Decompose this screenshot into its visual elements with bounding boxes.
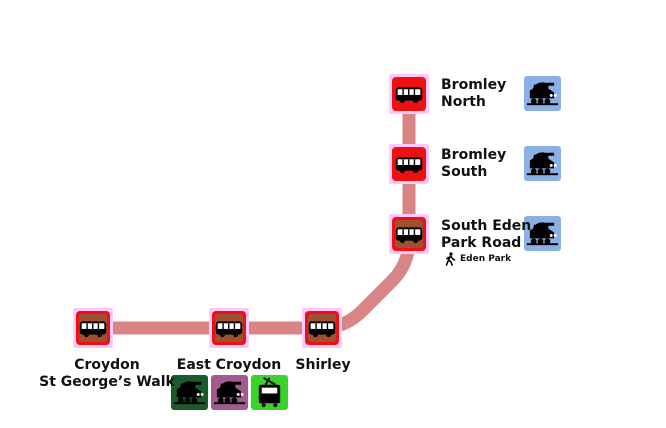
rail-purple-icon[interactable] xyxy=(211,375,248,410)
stop-bromley-south[interactable] xyxy=(389,144,429,184)
stop-east-croydon[interactable] xyxy=(209,308,249,348)
rail-green-icon[interactable] xyxy=(171,375,208,410)
stop-croydon-st-georges-walk[interactable] xyxy=(73,308,113,348)
station-label-bromley-north: Bromley North xyxy=(441,77,507,110)
station-label-east-croydon: East Croydon xyxy=(176,357,282,373)
rail-icon-bromley-south[interactable] xyxy=(524,146,561,181)
rail-icon-bromley-north[interactable] xyxy=(524,76,561,111)
station-label-south-eden-park-road: South Eden Park Road xyxy=(441,218,532,251)
walking-person-icon xyxy=(445,252,456,266)
stop-bromley-north[interactable] xyxy=(389,74,429,114)
walk-link-label: Eden Park xyxy=(460,254,512,264)
tram-icon[interactable] xyxy=(251,375,288,410)
station-label-bromley-south: Bromley South xyxy=(441,147,507,180)
route-line xyxy=(86,87,416,335)
rail-icon-south-eden-park-road[interactable] xyxy=(524,216,561,251)
stop-south-eden-park-road[interactable] xyxy=(389,214,429,254)
stop-shirley[interactable] xyxy=(302,308,342,348)
station-label-shirley: Shirley xyxy=(295,357,351,373)
station-label-croydon-st-georges-walk: Croydon St George’s Walk xyxy=(39,357,175,390)
